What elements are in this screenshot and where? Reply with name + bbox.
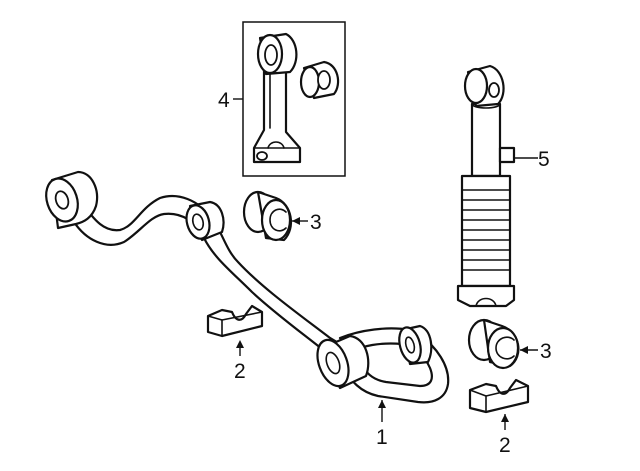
stabilizer-bar (45, 170, 450, 404)
callout-4: 4 (218, 89, 243, 112)
callout-2-right: 2 (499, 414, 511, 457)
shock-absorber (456, 64, 516, 308)
bushing-upper (242, 190, 293, 242)
bar-bushing-right (398, 324, 433, 366)
arrowhead (520, 346, 528, 354)
callout-label-5: 5 (538, 148, 550, 171)
callout-label-3-lower: 3 (540, 340, 552, 363)
callout-label-3-upper: 3 (310, 211, 322, 234)
bracket-left (206, 304, 264, 338)
bar-end-bushing-left (45, 170, 99, 230)
stabilizer-link (252, 32, 302, 164)
callout-label-2-left: 2 (234, 360, 246, 383)
callout-3-lower: 3 (520, 340, 552, 363)
arrowhead (292, 217, 300, 225)
callout-label-1: 1 (376, 426, 388, 449)
callout-5: 5 (514, 148, 550, 171)
callout-3-upper: 3 (292, 211, 322, 234)
bar-bushing-lower (316, 334, 370, 390)
arrowhead (378, 400, 386, 408)
arrowhead (501, 414, 509, 422)
bar-bushing-center (185, 200, 225, 242)
bushing-lower (467, 318, 520, 370)
link-bushing (299, 60, 340, 100)
arrowhead (236, 340, 244, 348)
bracket-right (468, 378, 530, 414)
callout-2-left: 2 (234, 340, 246, 383)
callout-1: 1 (376, 400, 388, 449)
callout-label-4: 4 (218, 89, 230, 112)
callout-label-2-right: 2 (499, 434, 511, 457)
stabilizer-link-group (242, 21, 346, 177)
